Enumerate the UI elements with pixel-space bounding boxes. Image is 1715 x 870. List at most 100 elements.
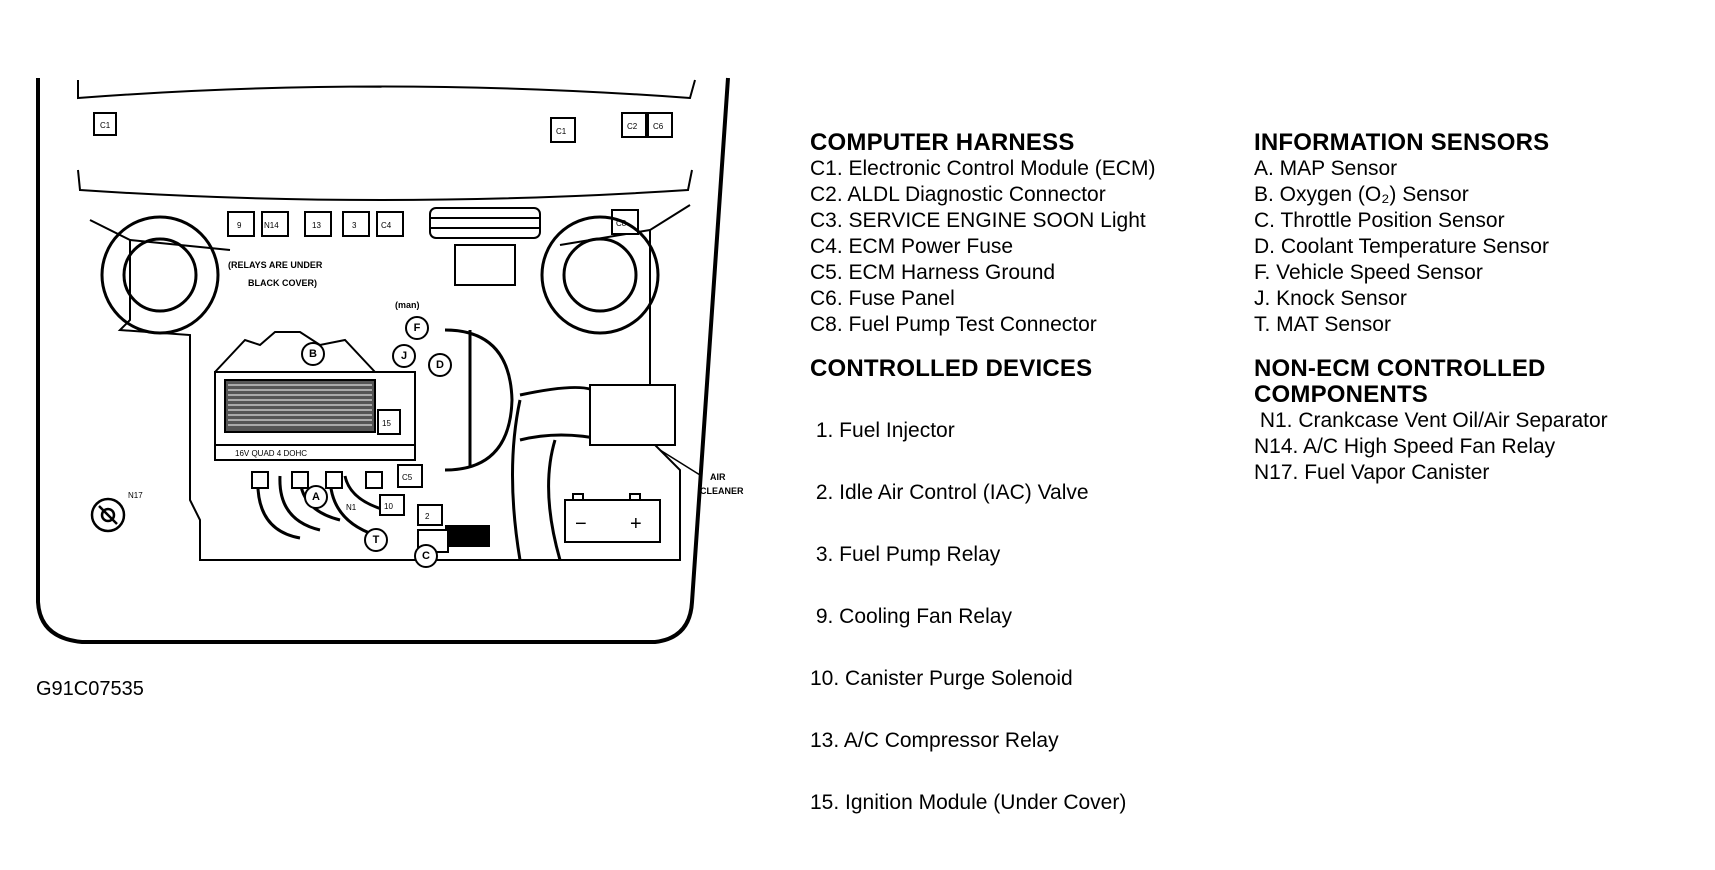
connector-c1 <box>550 117 576 143</box>
connector-c2-label: C2 <box>627 122 638 131</box>
list-item: C5. ECM Harness Ground <box>810 261 1056 284</box>
battery-minus: − <box>575 513 587 535</box>
list-item: F. Vehicle Speed Sensor <box>1254 261 1483 284</box>
list-item: B. Oxygen (O₂) Sensor <box>1254 183 1469 206</box>
list-item: D. Coolant Temperature Sensor <box>1254 235 1549 258</box>
list-item: 3. Fuel Pump Relay <box>810 543 1001 566</box>
list-item: N17. Fuel Vapor Canister <box>1254 461 1490 484</box>
vapor-canister <box>90 497 126 533</box>
sensor-j-marker <box>392 344 416 368</box>
relay-block-row <box>227 209 639 237</box>
list-item: 15. Ignition Module (Under Cover) <box>810 791 1127 814</box>
computer-harness-title: COMPUTER HARNESS <box>810 129 1075 156</box>
sensor-a-letter: A <box>312 491 320 503</box>
tag-n1: N1 <box>346 503 357 512</box>
sensor-t-letter: T <box>373 534 380 546</box>
engine-compartment-diagram: C1 C1 C2 C6 9 N14 13 3 C4 C8 (RELAYS ARE… <box>36 77 744 644</box>
solenoid-block <box>445 525 490 547</box>
list-item: C6. Fuse Panel <box>810 287 955 310</box>
sensor-c-letter: C <box>422 550 430 562</box>
hood-edge <box>77 79 696 100</box>
list-item: N14. A/C High Speed Fan Relay <box>1254 435 1556 458</box>
list-item: C4. ECM Power Fuse <box>810 235 1014 258</box>
computer-harness-list: C1. Electronic Control Module (ECM) C2. … <box>810 156 1155 338</box>
list-item: C2. ALDL Diagnostic Connector <box>810 183 1106 206</box>
connector-c6 <box>647 112 673 138</box>
engine-module <box>214 331 416 461</box>
fuse-housing <box>429 207 541 286</box>
list-item: A. MAP Sensor <box>1254 157 1398 180</box>
list-item: C3. SERVICE ENGINE SOON Light <box>810 209 1146 232</box>
list-item: C. Throttle Position Sensor <box>1254 209 1505 232</box>
module-label: 16V QUAD 4 DOHC <box>235 449 307 458</box>
relay-3-label: 3 <box>352 221 357 230</box>
air-cleaner-label-1: AIR <box>710 472 726 482</box>
intake-duct <box>444 328 606 561</box>
relay-c4-label: C4 <box>381 221 392 230</box>
relay-note-line2: BLACK COVER) <box>248 278 317 288</box>
sensor-b-marker <box>301 342 325 366</box>
connector-row <box>251 464 443 526</box>
list-item: T. MAT Sensor <box>1254 313 1391 336</box>
strut-tower-left <box>100 215 220 335</box>
connector-c1-left-label: C1 <box>100 121 111 130</box>
tag-2: 2 <box>425 512 430 521</box>
non-ecm-title-line1: NON-ECM CONTROLLED <box>1254 355 1546 382</box>
non-ecm-group: NON-ECM CONTROLLED COMPONENTS N1. Crankc… <box>1254 356 1608 486</box>
sensor-b-letter: B <box>309 348 317 360</box>
information-sensors-group: INFORMATION SENSORS A. MAP Sensor B. Oxy… <box>1254 130 1608 338</box>
list-item: 9. Cooling Fan Relay <box>810 605 1012 628</box>
top-connectors <box>93 112 673 143</box>
connector-c6-label: C6 <box>653 122 664 131</box>
connector-c1-label: C1 <box>556 127 567 136</box>
legend-left-column: COMPUTER HARNESS C1. Electronic Control … <box>810 130 1155 870</box>
sensor-f-letter: F <box>414 322 421 334</box>
tag-10: 10 <box>384 502 393 511</box>
list-item: 2. Idle Air Control (IAC) Valve <box>810 481 1089 504</box>
cowl-line <box>77 169 693 201</box>
air-cleaner-leader <box>659 449 701 476</box>
sensor-f-marker <box>405 316 429 340</box>
sensor-c-marker <box>414 544 438 568</box>
figure-id: G91C07535 <box>36 678 144 700</box>
battery-plus: + <box>630 513 642 535</box>
list-item: J. Knock Sensor <box>1254 287 1407 310</box>
canister-tag: N17 <box>128 491 143 500</box>
sensor-d-letter: D <box>436 359 444 371</box>
air-cleaner-label-2: CLEANER <box>700 486 744 496</box>
connector-c1-left <box>93 112 117 136</box>
sensor-t-marker <box>364 528 388 552</box>
list-item: 1. Fuel Injector <box>810 419 955 442</box>
air-cleaner-box <box>589 384 676 446</box>
tag-15: 15 <box>382 419 391 428</box>
relay-c8-label: C8 <box>616 219 627 228</box>
list-item: 10. Canister Purge Solenoid <box>810 667 1073 690</box>
sensor-d-marker <box>428 353 452 377</box>
relay-note-line1: (RELAYS ARE UNDER <box>228 260 323 270</box>
list-item: N1. Crankcase Vent Oil/Air Separator <box>1254 409 1608 432</box>
sensor-markers <box>301 316 452 568</box>
controlled-devices-list: 1. Fuel Injector 2. Idle Air Control (IA… <box>810 382 1155 852</box>
list-item: C1. Electronic Control Module (ECM) <box>810 157 1156 180</box>
non-ecm-list: N1. Crankcase Vent Oil/Air Separator N14… <box>1254 408 1608 486</box>
compartment-outline <box>36 77 730 644</box>
strut-tower-right <box>540 215 660 335</box>
sensor-j-letter: J <box>401 350 407 362</box>
sensor-a-marker <box>304 485 328 509</box>
tag-c5: C5 <box>402 473 413 482</box>
information-sensors-list: A. MAP Sensor B. Oxygen (O₂) Sensor C. T… <box>1254 156 1608 338</box>
man-label: (man) <box>395 300 420 310</box>
connector-c2 <box>621 112 647 138</box>
relay-n14-label: N14 <box>264 221 279 230</box>
relay-9-label: 9 <box>237 221 242 230</box>
battery <box>564 493 661 543</box>
controlled-devices-group: CONTROLLED DEVICES 1. Fuel Injector 2. I… <box>810 356 1155 852</box>
list-item: C8. Fuel Pump Test Connector <box>810 313 1097 336</box>
computer-harness-group: COMPUTER HARNESS C1. Electronic Control … <box>810 130 1155 338</box>
controlled-devices-title: CONTROLLED DEVICES <box>810 355 1093 382</box>
list-item: 13. A/C Compressor Relay <box>810 729 1059 752</box>
non-ecm-title-line2: COMPONENTS <box>1254 381 1429 408</box>
information-sensors-title: INFORMATION SENSORS <box>1254 129 1550 156</box>
relay-13-label: 13 <box>312 221 321 230</box>
legend-right-column: INFORMATION SENSORS A. MAP Sensor B. Oxy… <box>1254 130 1608 504</box>
